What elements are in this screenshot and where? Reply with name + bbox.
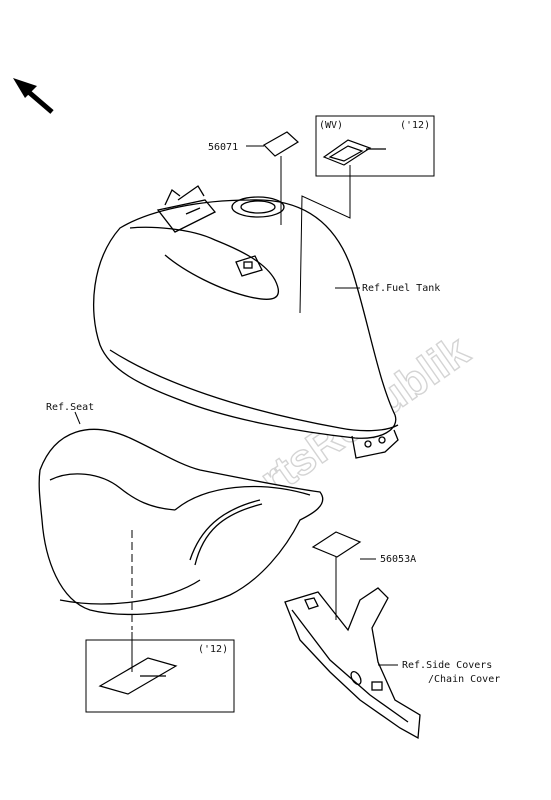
decal-56053a (311, 531, 362, 558)
decals (98, 131, 386, 695)
chain-cover-label: /Chain Cover (428, 674, 500, 685)
arrow-up-left-icon (13, 78, 54, 114)
side-cover (284, 587, 421, 740)
decal-bottom (98, 657, 178, 695)
wv-label: (WV) (319, 120, 343, 131)
leader-lines (74, 145, 398, 672)
ref-side-covers-label: Ref.Side Covers (402, 660, 492, 671)
seat (38, 428, 324, 616)
part-number-56053a: 56053A (380, 554, 416, 565)
fuel-tank (92, 185, 399, 459)
label-boxes (85, 115, 435, 713)
decal-56071 (263, 131, 299, 157)
ref-fuel-tank-label: Ref.Fuel Tank (362, 283, 440, 294)
ref-seat-label: Ref.Seat (46, 402, 94, 413)
decal-wv (322, 139, 386, 166)
part-number-56071: 56071 (208, 142, 238, 153)
year-label-top: ('12) (400, 120, 430, 131)
year-label-bottom: ('12) (198, 644, 228, 655)
